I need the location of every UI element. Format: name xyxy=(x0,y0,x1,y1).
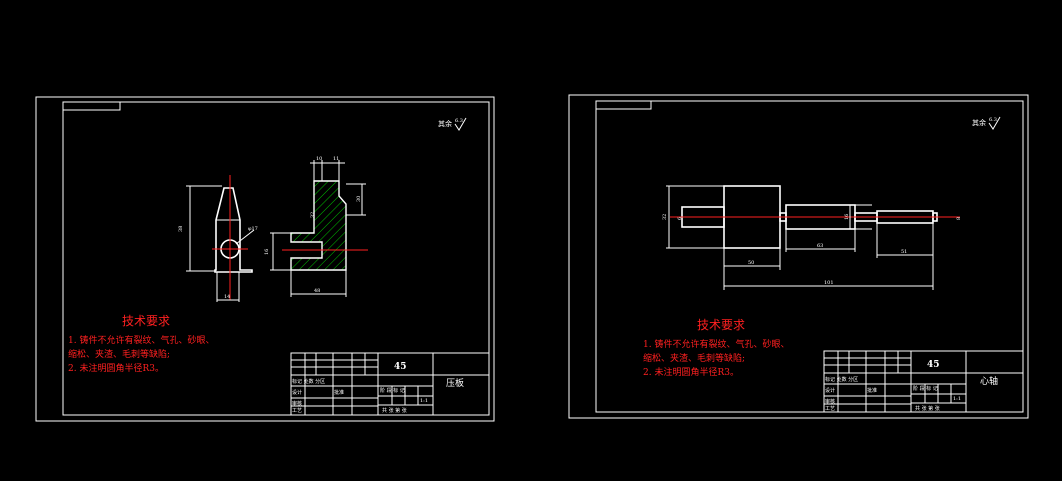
dim-width: 14 xyxy=(224,294,230,300)
sheet-border xyxy=(568,94,1029,419)
view-front: 38 φ17 14 xyxy=(178,175,258,302)
drawing-frame xyxy=(62,101,490,416)
corner-label-box xyxy=(62,101,121,111)
sheet-right: 其余 6.3 32 6 16 8 xyxy=(568,94,1029,419)
tb-row-1: 标记 处数 分区 xyxy=(292,378,325,385)
tech-line-1: 1. 铸件不允许有裂纹、气孔、砂眼、 xyxy=(68,334,214,346)
roughness-symbol-icon xyxy=(454,117,467,131)
tb-row-1: 标记 处数 分区 xyxy=(825,376,858,383)
dim-dia-big: 32 xyxy=(662,214,668,220)
dim-16: 16 xyxy=(264,249,270,255)
dim-11: 11 xyxy=(333,156,339,162)
tb-sheet: 共 张 第 张 xyxy=(382,407,407,414)
part-name: 压板 xyxy=(446,377,464,389)
tb-scale: 1:1 xyxy=(420,398,428,404)
dim-dia-mid: 16 xyxy=(844,214,850,220)
material: 45 xyxy=(927,360,940,370)
dim-32: 32 xyxy=(310,212,316,218)
tech-line-3: 2. 未注明圆角半径R3。 xyxy=(643,366,739,378)
tech-line-2: 缩松、夹渣、毛刺等缺陷; xyxy=(68,348,170,360)
tb-row-3: 审核 xyxy=(292,400,302,407)
title-block: 标记 处数 分区 设计 审核 工艺 批准 阶 段 标 记 1:1 共 张 第 张… xyxy=(290,352,490,416)
tech-title: 技术要求 xyxy=(122,314,170,328)
title-block: 标记 处数 分区 设计 审核 工艺 批准 阶 段 标 记 1:1 共 张 第 张… xyxy=(823,350,1024,413)
tech-line-1: 1. 铸件不允许有裂纹、气孔、砂眼、 xyxy=(643,338,789,350)
tb-row-2: 设计 xyxy=(292,389,302,396)
roughness-note: 其余 xyxy=(972,118,986,127)
tech-line-3: 2. 未注明圆角半径R3。 xyxy=(68,362,164,374)
tb-sheet: 共 张 第 张 xyxy=(915,405,940,412)
part-name: 心轴 xyxy=(980,375,998,387)
dim-30: 30 xyxy=(356,196,362,202)
material: 45 xyxy=(394,362,407,372)
tech-title: 技术要求 xyxy=(697,318,745,332)
tb-row-3: 审核 xyxy=(825,398,835,405)
tb-row-2: 设计 xyxy=(825,387,835,394)
tech-requirements: 技术要求 1. 铸件不允许有裂纹、气孔、砂眼、 缩松、夹渣、毛刺等缺陷; 2. … xyxy=(643,318,789,378)
dim-phi: φ17 xyxy=(248,226,258,232)
roughness-value: 6.3 xyxy=(989,117,997,123)
dim-50: 50 xyxy=(748,260,754,266)
dim-10: 10 xyxy=(316,156,322,162)
roughness-value: 6.3 xyxy=(455,118,463,124)
sheet-border xyxy=(35,96,495,422)
tb-stage: 阶 段 标 记 xyxy=(380,387,405,394)
tb-scale: 1:1 xyxy=(953,396,961,402)
dim-63: 63 xyxy=(817,243,823,249)
dim-dia-right: 8 xyxy=(956,217,962,220)
corner-label-box xyxy=(595,100,652,110)
dim-height: 38 xyxy=(178,226,184,232)
dim-dia-left: 6 xyxy=(677,217,683,220)
dim-48: 48 xyxy=(314,288,320,294)
roughness-symbol-icon xyxy=(988,116,1001,130)
dim-51: 51 xyxy=(901,249,907,255)
view-shaft: 32 6 16 8 63 51 50 xyxy=(662,185,962,290)
tech-line-2: 缩松、夹渣、毛刺等缺陷; xyxy=(643,352,745,364)
tb-row-4: 工艺 xyxy=(825,406,835,412)
tb-stage: 阶 段 标 记 xyxy=(913,385,938,392)
dim-total: 101 xyxy=(824,280,834,286)
drawing-frame xyxy=(595,100,1024,413)
view-section: 10 11 30 32 16 48 xyxy=(264,156,368,297)
tech-requirements: 技术要求 1. 铸件不允许有裂纹、气孔、砂眼、 缩松、夹渣、毛刺等缺陷; 2. … xyxy=(68,314,214,374)
tb-row-4: 工艺 xyxy=(292,408,302,414)
roughness-note: 其余 xyxy=(438,119,452,128)
tb-batch: 批准 xyxy=(334,389,344,396)
sheet-left: 其余 6.3 38 φ17 14 xyxy=(35,96,495,422)
tb-batch: 批准 xyxy=(867,387,877,394)
